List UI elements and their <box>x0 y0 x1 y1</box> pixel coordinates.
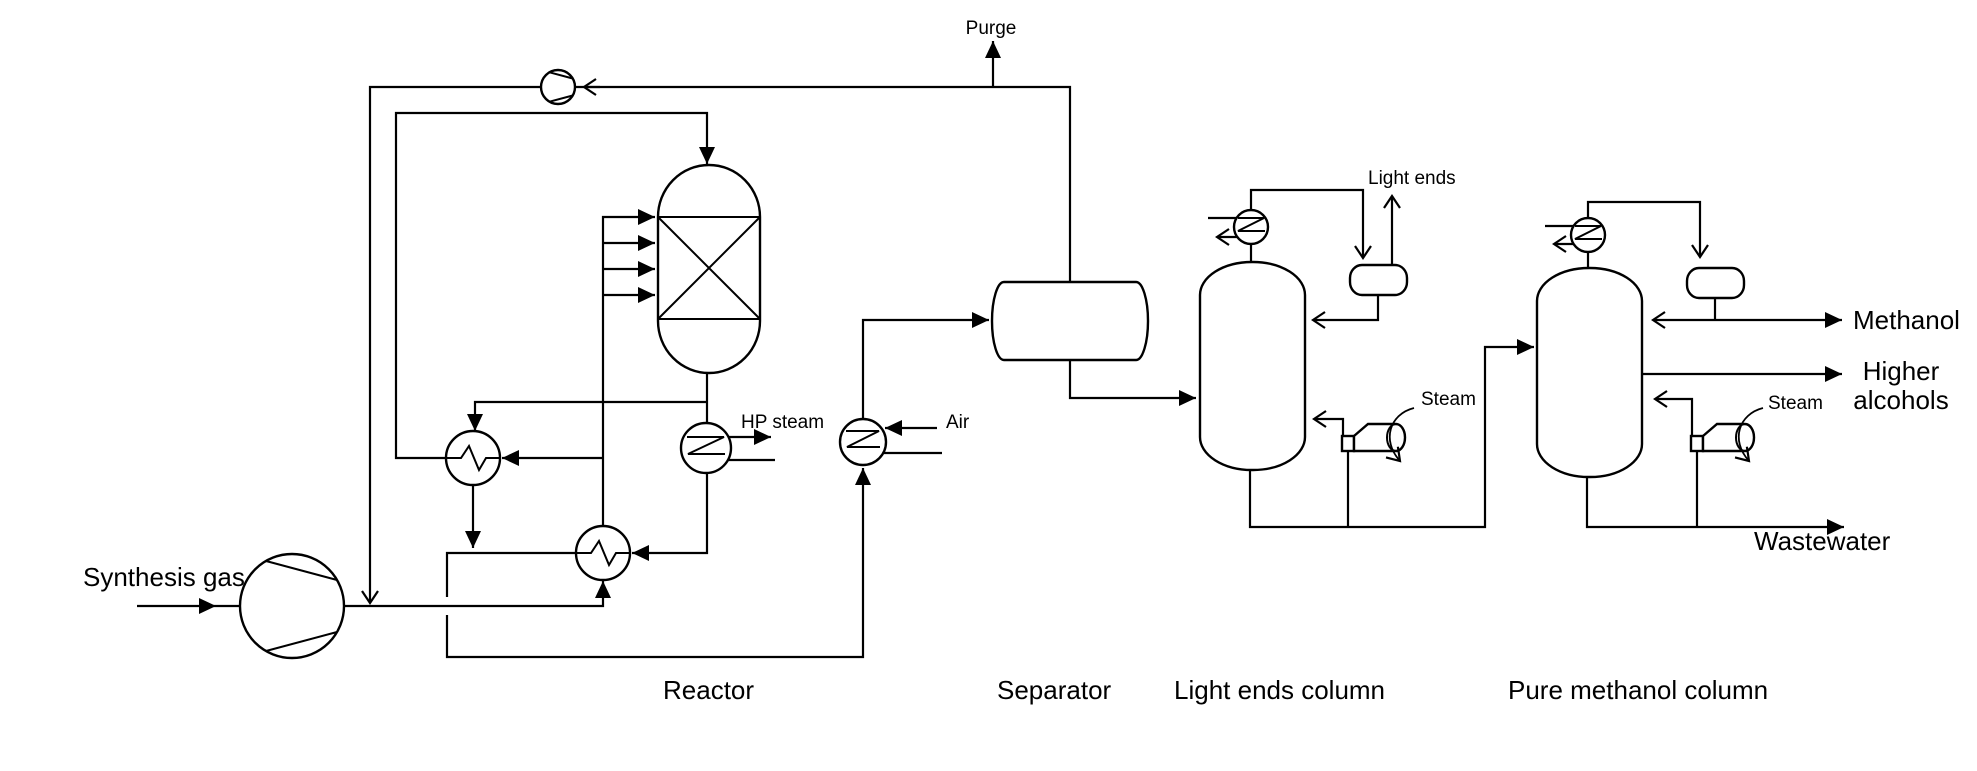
feed-effluent-exchanger-2 <box>574 524 632 582</box>
pm-overhead-line <box>1586 200 1709 259</box>
purge-label: Purge <box>965 18 1017 39</box>
process-lines <box>137 41 1844 659</box>
pm-reflux-drum <box>1685 266 1746 300</box>
le-overhead-line <box>1249 188 1372 260</box>
higher-alcohols-label-line2: alcohols <box>1853 385 1949 415</box>
separator-vessel <box>990 280 1150 362</box>
pm-reboiler <box>1689 407 1764 463</box>
steamgen-to-exchanger2-line <box>632 473 709 561</box>
le-reflux-line <box>1311 295 1380 329</box>
catalyst-bed-icon <box>657 216 761 320</box>
cooled-effluent-line-b <box>445 468 871 659</box>
higher-alcohols-label: Higher alcohols <box>1845 357 1957 415</box>
steam-label-le: Steam <box>1421 389 1476 410</box>
aircooler-to-separator-line <box>861 312 989 419</box>
recycle-line <box>361 85 1072 605</box>
heat-exchanger-zigzag-icon <box>447 443 499 473</box>
steam-flow-arrow <box>1385 407 1415 463</box>
light-ends-column-vessel <box>1198 260 1307 472</box>
le-condenser <box>1232 208 1270 246</box>
equipment-symbols <box>238 68 1764 660</box>
methanol-label: Methanol <box>1853 305 1960 335</box>
quench-riser-line <box>601 209 655 526</box>
le-bottoms-to-pm-column-line <box>1248 339 1534 529</box>
steam-coil-icon <box>846 430 880 448</box>
steam-flow-arrow <box>1734 407 1764 463</box>
pm-reboiler-return-line <box>1653 390 1694 436</box>
hp-steam-generator <box>679 421 733 475</box>
heat-exchanger-zigzag-icon <box>577 538 629 568</box>
separator-liquid-line <box>1068 360 1196 406</box>
wastewater-label: Wastewater <box>1754 526 1891 556</box>
pure-methanol-column-vessel <box>1535 266 1644 479</box>
cooled-effluent-line-a <box>445 551 576 597</box>
air-label: Air <box>946 412 970 433</box>
pure-methanol-column-caption: Pure methanol column <box>1508 675 1769 705</box>
light-ends-label: Light ends <box>1368 168 1456 189</box>
air-cooler <box>838 417 888 467</box>
steam-coil-icon <box>687 436 725 455</box>
le-reflux-drum <box>1348 263 1409 297</box>
steam-coil-icon <box>1237 217 1265 232</box>
reactor-top-feed-line <box>394 111 715 460</box>
synthesis-gas-label: Synthesis gas <box>83 562 245 592</box>
feed-effluent-exchanger-1 <box>444 429 502 487</box>
le-reboiler-return-line <box>1312 410 1345 436</box>
makeup-compressor-symbol <box>238 552 346 660</box>
higher-alcohols-label-line1: Higher <box>1862 356 1940 386</box>
reactor-vessel <box>656 163 762 375</box>
compressed-feed-line <box>344 581 611 608</box>
separator-caption: Separator <box>997 675 1112 705</box>
wastewater-line <box>1585 477 1844 535</box>
steam-coil-icon <box>1574 225 1602 240</box>
light-ends-column-caption: Light ends column <box>1174 675 1386 705</box>
hp-steam-label: HP steam <box>741 412 825 433</box>
le-reboiler <box>1340 407 1415 463</box>
recycle-compressor-symbol <box>539 68 577 106</box>
reactor-caption: Reactor <box>663 675 755 705</box>
effluent-to-exchanger1-line <box>467 400 707 431</box>
pm-condenser <box>1569 216 1607 254</box>
steam-label-pm: Steam <box>1768 393 1823 414</box>
